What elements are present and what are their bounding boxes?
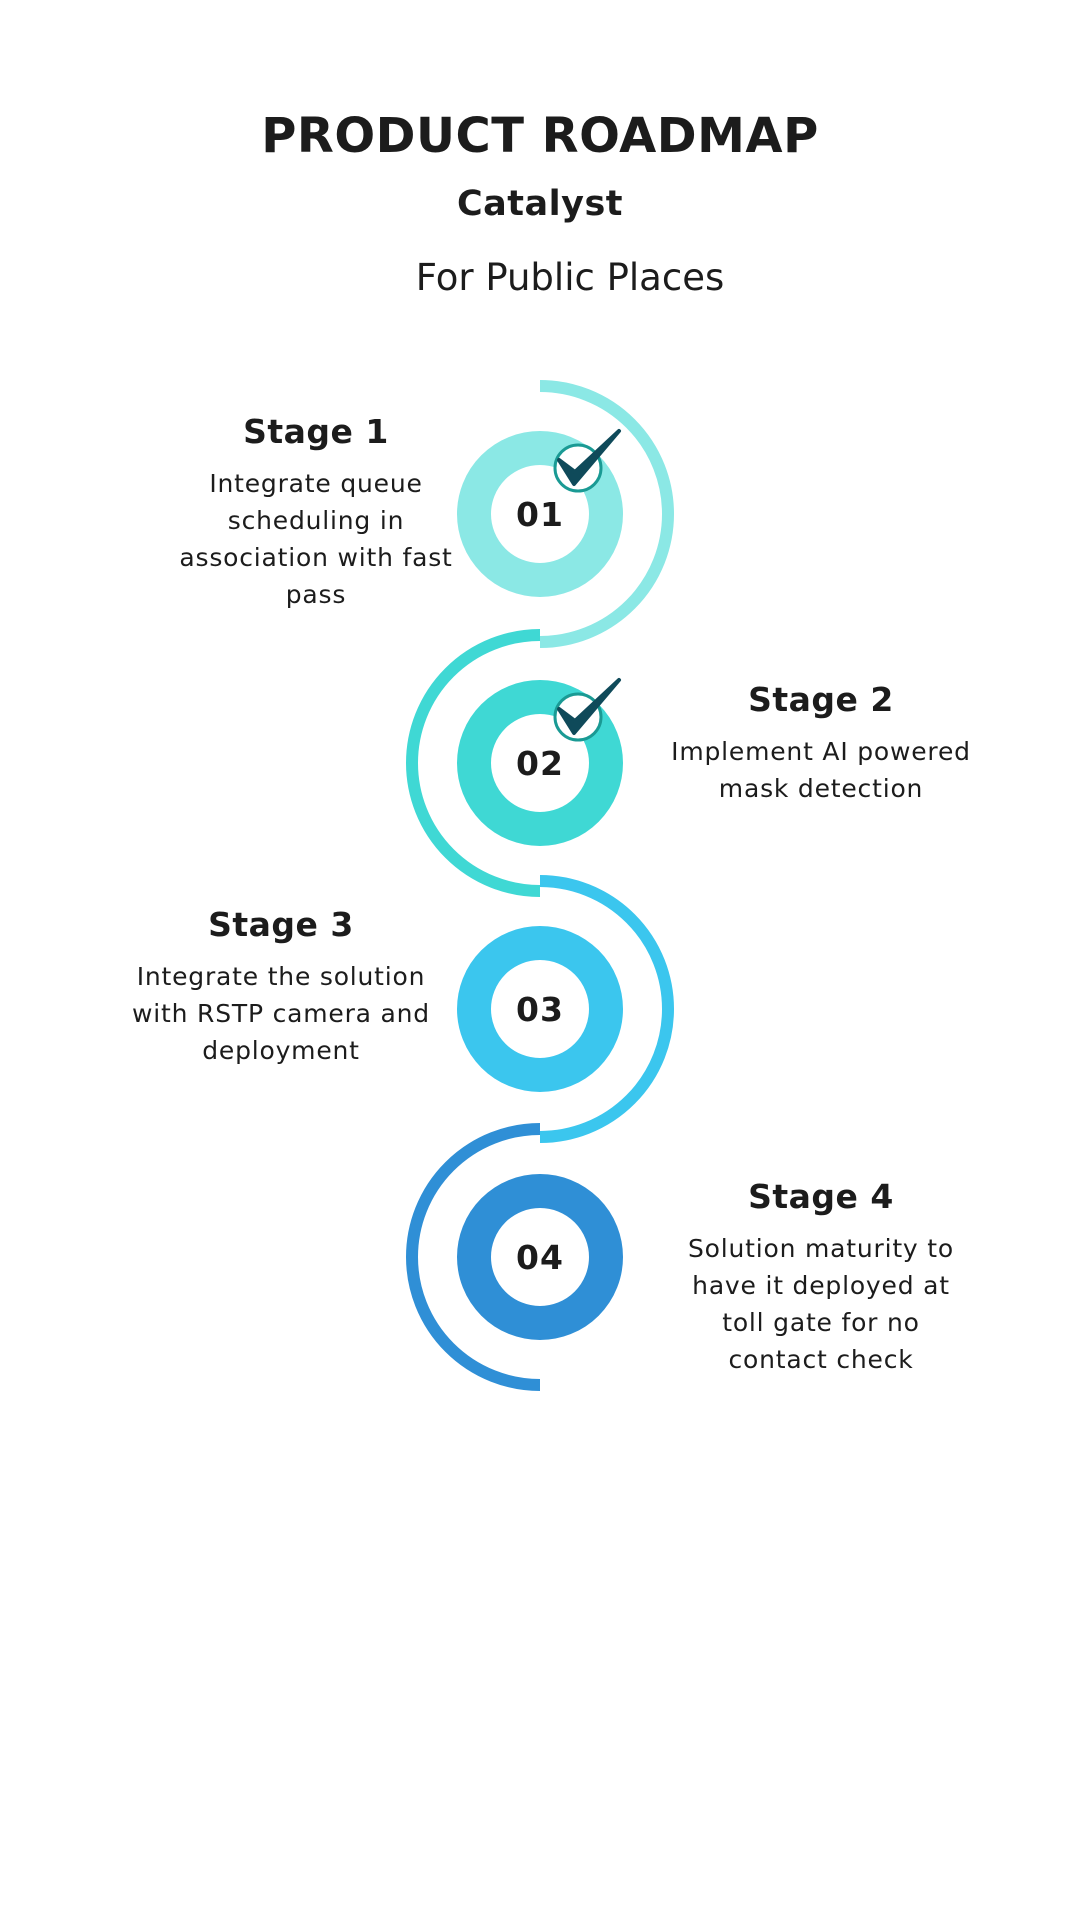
stage-3-ring [457,926,623,1092]
stage-2-connector-arc [406,629,541,897]
stage-2-title: Stage 2 [748,680,894,719]
stage-2-block: Stage 2 Implement AI powered mask detect… [671,680,971,807]
stage-3-number: 03 [516,990,564,1029]
stage-1-number: 01 [516,495,564,534]
stage-3-block: Stage 3 Integrate the solution with RSTP… [128,905,434,1069]
page-subtitle: Catalyst [456,184,624,224]
stage-3-connector-arc [539,875,674,1143]
stage-2-description: Implement AI powered mask detection [671,737,971,803]
stage-4-ring [457,1174,623,1340]
stage-1-description: Integrate queue scheduling in associatio… [179,469,453,609]
stage-4-block: Stage 4 Solution maturity to have it dep… [671,1177,971,1378]
stage-2-ring [457,680,623,846]
stage-1-title: Stage 1 [243,412,389,451]
stage-1-block: Stage 1 Integrate queue scheduling in as… [166,412,466,613]
page-tagline: For Public Places [415,256,725,299]
stage-3-title: Stage 3 [208,905,354,944]
stage-2-number: 02 [516,744,564,783]
stage-1-ring [457,431,623,597]
stage-1-connector-arc [539,380,674,648]
checkmark-icon [553,429,621,493]
stage-3-description: Integrate the solution with RSTP camera … [132,962,430,1065]
stage-4-title: Stage 4 [748,1177,894,1216]
page-title: PRODUCT ROADMAP [261,108,819,164]
stage-4-connector-arc [406,1123,541,1391]
stage-4-number: 04 [516,1238,564,1277]
checkmark-icon [553,678,621,742]
stage-4-description: Solution maturity to have it deployed at… [688,1234,954,1374]
